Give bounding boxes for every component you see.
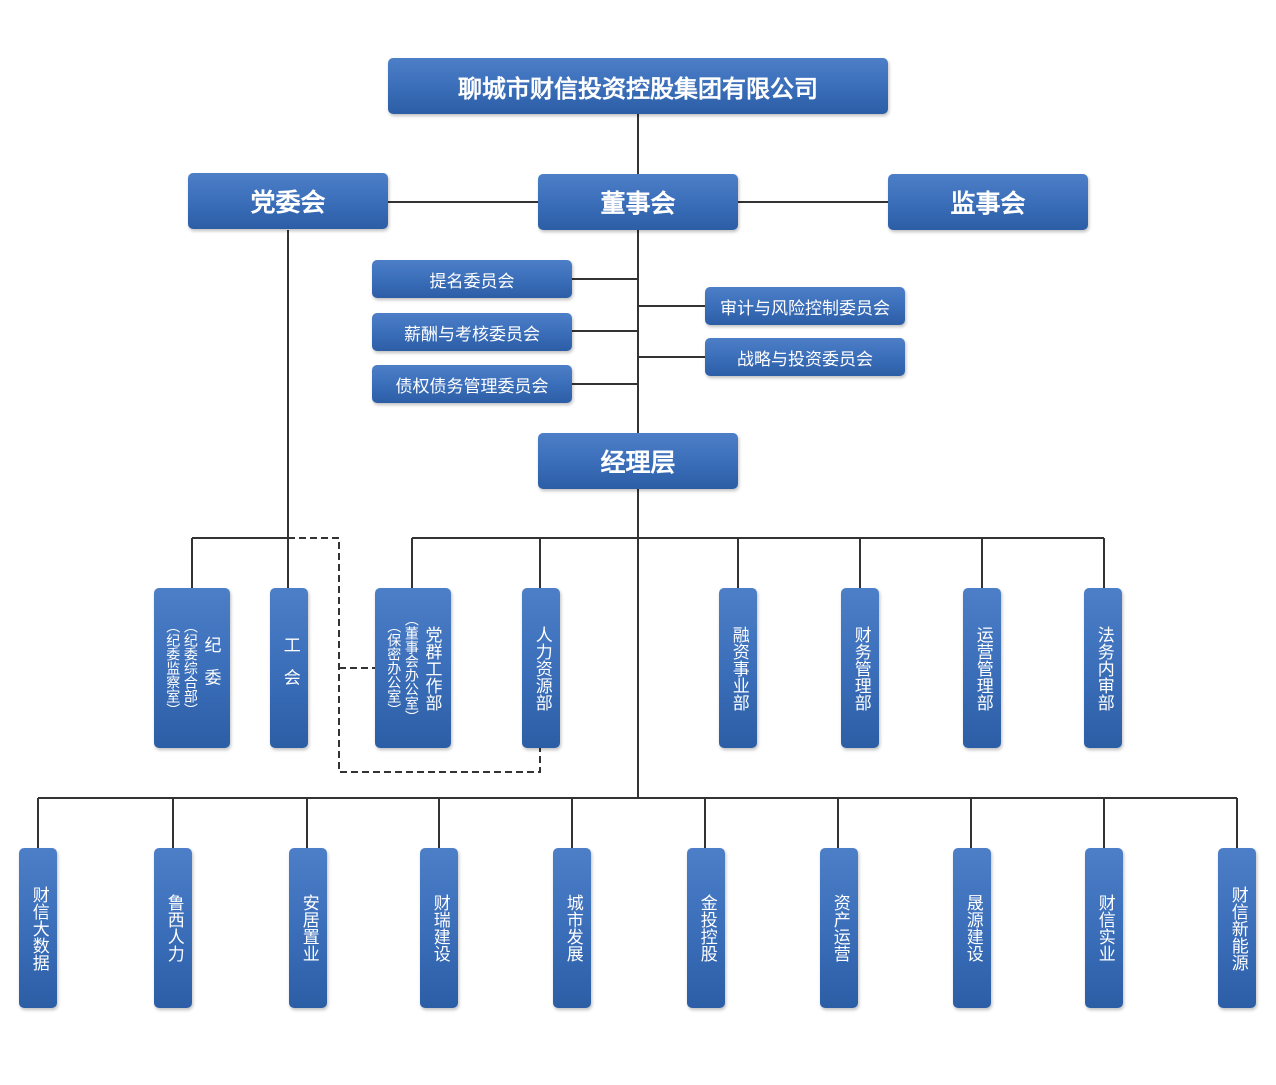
dept-label: 运营管理部: [972, 625, 993, 711]
dept-box-hr: 人力资源部: [522, 588, 560, 748]
committee-label: 审计与风险控制委员会: [720, 298, 890, 319]
subsidiary-box: 安居置业: [289, 848, 327, 1008]
dept-sublabel: （保密办公室）: [385, 619, 402, 717]
committee-box-strategy: 战略与投资委员会: [705, 338, 905, 376]
dept-box-party-mass: 党群工作部 （董事会办公室） （保密办公室）: [375, 588, 451, 748]
dept-sublabel: （董事会办公室）: [402, 612, 419, 724]
subsidiary-label: 财信实业: [1094, 894, 1115, 962]
subsidiary-label: 金投控股: [696, 894, 717, 962]
dept-box-operations: 运营管理部: [963, 588, 1001, 748]
dept-box-legal-audit: 法务内审部: [1084, 588, 1122, 748]
dept-box-finance: 财务管理部: [841, 588, 879, 748]
dept-sublabel: （纪委综合部）: [181, 619, 198, 717]
subsidiary-label: 鲁西人力: [163, 894, 184, 962]
dept-label: 法务内审部: [1093, 625, 1114, 711]
dept-box-discipline: 纪委 （纪委综合部） （纪委监察室）: [154, 588, 230, 748]
supervisory-board-label: 监事会: [950, 189, 1026, 218]
subsidiary-label: 财信大数据: [28, 885, 49, 971]
supervisory-board-box: 监事会: [888, 174, 1088, 230]
subsidiary-box: 晟源建设: [953, 848, 991, 1008]
subsidiary-label: 安居置业: [298, 894, 319, 962]
committee-box-compensation: 薪酬与考核委员会: [372, 313, 572, 351]
subsidiary-label: 晟源建设: [962, 894, 983, 962]
committee-box-nomination: 提名委员会: [372, 260, 572, 298]
board-label: 董事会: [600, 189, 676, 218]
subsidiary-label: 财信新能源: [1227, 885, 1248, 971]
committee-label: 债权债务管理委员会: [395, 376, 549, 397]
committee-label: 战略与投资委员会: [737, 349, 873, 370]
dept-sublabel: （纪委监察室）: [164, 619, 181, 717]
party-committee-label: 党委会: [250, 188, 326, 217]
party-committee-box: 党委会: [188, 173, 388, 229]
subsidiary-box: 财信大数据: [19, 848, 57, 1008]
dept-label: 融资事业部: [728, 625, 749, 711]
board-box: 董事会: [538, 174, 738, 230]
dept-box-financing: 融资事业部: [719, 588, 757, 748]
dept-label-hr: 人力资源部: [531, 625, 552, 711]
management-label: 经理层: [600, 448, 676, 477]
committee-box-audit-risk: 审计与风险控制委员会: [705, 287, 905, 325]
committee-label: 薪酬与考核委员会: [404, 324, 540, 345]
dept-label: 财务管理部: [850, 625, 871, 711]
dept-label-party-mass: 党群工作部: [421, 625, 442, 711]
subsidiary-box: 金投控股: [687, 848, 725, 1008]
dept-box-union: 工会: [270, 588, 308, 748]
subsidiary-box: 城市发展: [553, 848, 591, 1008]
committee-label: 提名委员会: [429, 271, 515, 292]
committee-box-debt: 债权债务管理委员会: [372, 365, 572, 403]
company-label: 聊城市财信投资控股集团有限公司: [458, 74, 818, 103]
subsidiary-box: 财信实业: [1085, 848, 1123, 1008]
management-box: 经理层: [538, 433, 738, 489]
subsidiary-box: 财信新能源: [1218, 848, 1256, 1008]
subsidiary-label: 财瑞建设: [429, 894, 450, 962]
company-box: 聊城市财信投资控股集团有限公司: [388, 58, 888, 114]
subsidiary-box: 财瑞建设: [420, 848, 458, 1008]
dept-label-union: 工会: [279, 635, 300, 701]
subsidiary-label: 资产运营: [829, 894, 850, 962]
dept-label-discipline: 纪委: [200, 635, 221, 701]
subsidiary-box: 鲁西人力: [154, 848, 192, 1008]
subsidiary-box: 资产运营: [820, 848, 858, 1008]
subsidiary-label: 城市发展: [562, 894, 583, 962]
